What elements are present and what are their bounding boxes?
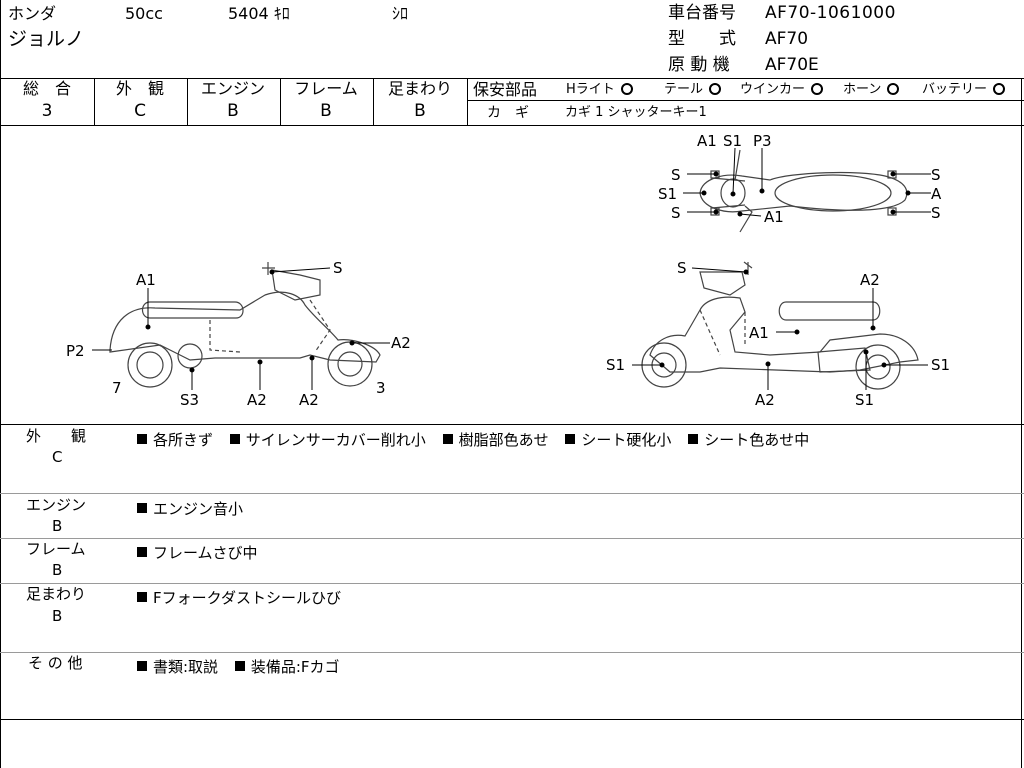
label-top-s1: S1: [723, 132, 742, 150]
bullet-icon: [442, 434, 453, 444]
label-left-a2-right: A2: [391, 334, 411, 352]
grade-total-label: 総 合: [22, 79, 71, 98]
note-frame-grade: B: [52, 561, 63, 579]
engine-value: AF70E: [765, 55, 819, 75]
safety-headlight: Hライト: [566, 83, 633, 96]
note-exterior-title: 外 観: [26, 427, 87, 445]
frame-no-label: 車台番号: [668, 3, 736, 23]
label-right-a1: A1: [749, 324, 769, 342]
safety-label: 保安部品: [473, 80, 538, 99]
label-right-s1-right: S1: [931, 356, 950, 374]
note-other-title: そ の 他: [28, 654, 83, 672]
displacement: 50cc: [125, 4, 163, 23]
note-suspension-items: Fフォークダストシールひび: [137, 587, 341, 608]
key-value: カギ 1 シャッターキー1: [565, 105, 707, 120]
grade-exterior-value: C: [134, 101, 146, 121]
grade-frame-label: フレーム: [294, 79, 358, 98]
note-engine-title: エンジン: [26, 496, 87, 514]
safety-tail: テール: [664, 83, 722, 96]
label-right-a2-bottom: A2: [755, 391, 775, 409]
model-name: ジョルノ: [8, 28, 85, 50]
safety-battery: バッテリー: [922, 83, 1006, 96]
grade-engine-value: B: [227, 101, 239, 121]
grade-suspension-label: 足まわり: [387, 79, 452, 98]
label-left-p2: P2: [66, 342, 85, 360]
grade-suspension-value: B: [414, 101, 426, 121]
label-top-a1-bottom: A1: [764, 208, 784, 226]
note-suspension-grade: B: [52, 607, 63, 625]
safety-winker: ウインカー: [740, 83, 824, 96]
label-left-7: 7: [112, 379, 122, 397]
label-left-a2-mid: A2: [247, 391, 267, 409]
type-value: AF70: [765, 29, 809, 49]
label-right-s: S: [677, 259, 687, 277]
label-right-s1-left: S1: [606, 356, 625, 374]
ok-circle-icon: [811, 83, 824, 95]
bullet-icon: [565, 434, 576, 444]
note-engine-items: エンジン音小: [137, 498, 243, 519]
note-frame-items: フレームさび中: [137, 542, 258, 563]
bullet-icon: [229, 434, 240, 444]
label-top-s-right-2: S: [931, 204, 941, 222]
note-exterior-grade: C: [52, 448, 63, 466]
note-suspension-title: 足まわり: [26, 585, 87, 603]
bullet-icon: [234, 661, 245, 671]
color: ｼﾛ: [392, 4, 409, 23]
safety-horn: ホーン: [843, 83, 900, 96]
bullet-icon: [137, 503, 147, 513]
grade-engine-label: エンジン: [200, 79, 265, 98]
ok-circle-icon: [709, 83, 722, 95]
label-top-s-right-1: S: [931, 166, 941, 184]
label-left-3: 3: [376, 379, 386, 397]
label-top-s-left-1: S: [671, 166, 681, 184]
grade-exterior-label: 外 観: [115, 79, 164, 98]
ok-circle-icon: [887, 83, 900, 95]
note-engine-grade: B: [52, 517, 63, 535]
frame-no: AF70-1061000: [765, 3, 896, 23]
label-top-s-left-2: S: [671, 204, 681, 222]
label-left-a2-front: A2: [299, 391, 319, 409]
scooter-diagram: A1 S1 P3 S S1 S A1 S A S A1 S P2 A2 7 3 …: [66, 132, 950, 409]
label-top-p3: P3: [753, 132, 772, 150]
label-top-a: A: [931, 185, 942, 203]
bullet-icon: [688, 434, 699, 444]
bullet-icon: [137, 434, 147, 444]
label-left-a1: A1: [136, 271, 156, 289]
maker: ホンダ: [8, 4, 57, 23]
label-top-a1: A1: [697, 132, 717, 150]
note-other-items: 書類:取説 装備品:Fカゴ: [137, 656, 340, 677]
label-left-s: S: [333, 259, 343, 277]
bullet-icon: [137, 661, 147, 671]
ok-circle-icon: [620, 83, 633, 95]
label-left-s3: S3: [180, 391, 199, 409]
grade-total-value: 3: [41, 101, 53, 121]
note-frame-title: フレーム: [26, 540, 86, 558]
type-label: 型 式: [668, 29, 736, 49]
ok-circle-icon: [993, 83, 1006, 95]
label-right-a2-top: A2: [860, 271, 880, 289]
mileage: 5404 ｷﾛ: [228, 4, 290, 23]
note-exterior-items: 各所きず サイレンサーカバー削れ小 樹脂部色あせ シート硬化小 シート色あせ中: [137, 429, 809, 450]
label-top-s1-left: S1: [658, 185, 677, 203]
engine-label: 原 動 機: [668, 55, 730, 75]
bullet-icon: [137, 592, 147, 602]
grade-frame-value: B: [320, 101, 332, 121]
bullet-icon: [137, 547, 147, 557]
key-label: カ ギ: [487, 105, 529, 121]
label-right-s1-bottom: S1: [855, 391, 874, 409]
